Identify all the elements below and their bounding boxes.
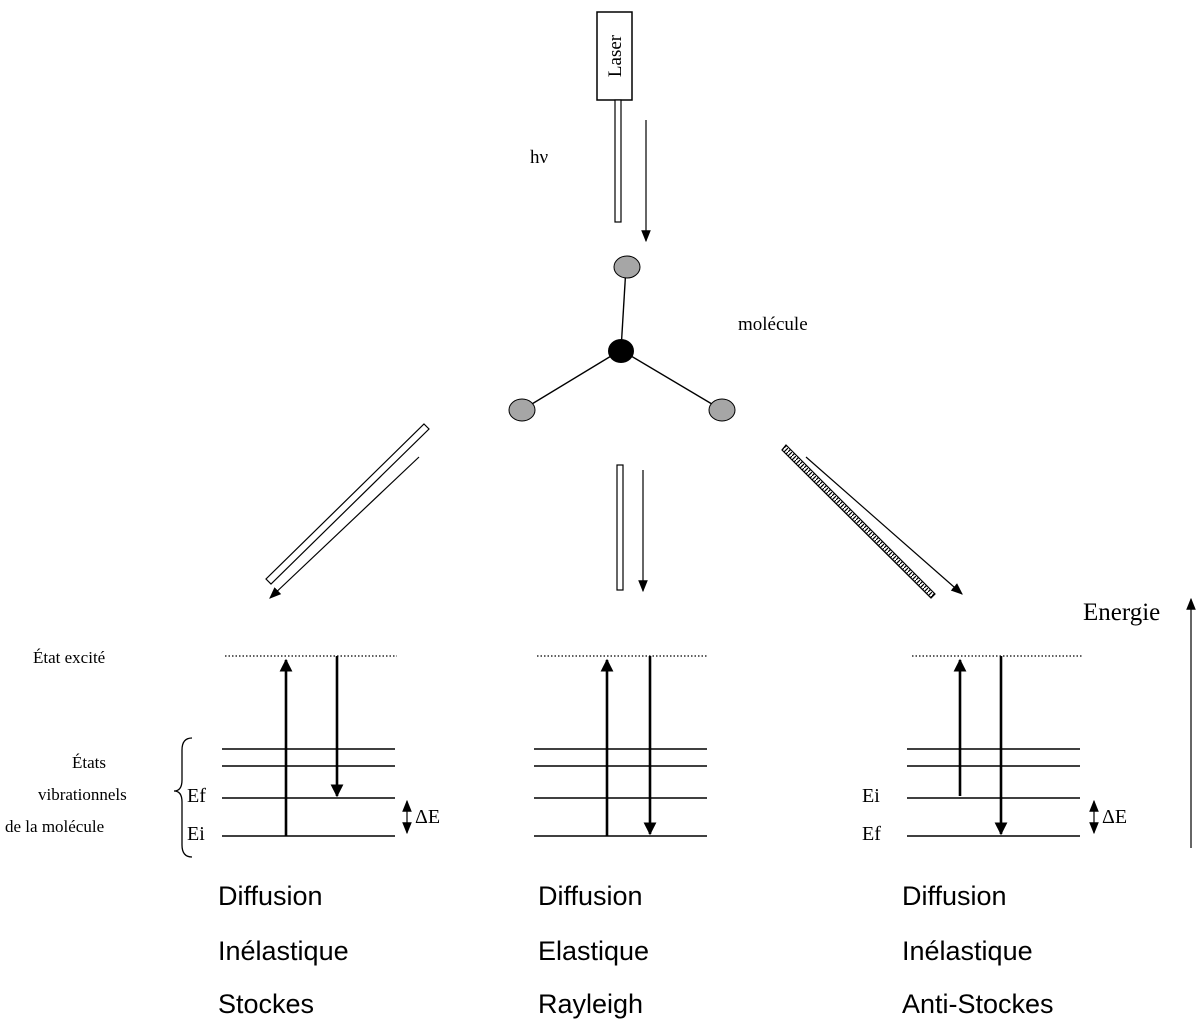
vibrational-label-line-2: vibrationnels <box>38 785 127 804</box>
outer-atom-left <box>508 398 536 422</box>
stokes-energy-levels <box>222 655 412 837</box>
anti-stokes-scattered-beam <box>781 444 936 599</box>
stokes-caption-line-3: Stockes <box>218 989 314 1019</box>
anti-stokes-energy-levels <box>907 655 1099 837</box>
central-atom <box>608 339 634 363</box>
rayleigh-caption-line-3: Rayleigh <box>538 989 643 1019</box>
anti-stokes-direction-arrow <box>805 456 963 595</box>
outer-atom-top <box>613 255 641 279</box>
stokes-ei-label: Ei <box>187 823 205 845</box>
anti-stokes-ef-label: Ef <box>862 823 881 845</box>
vibrational-label-line-1: États <box>72 753 106 772</box>
anti-stokes-delta-e-label: ΔE <box>1102 806 1127 828</box>
molecule-label: molécule <box>738 314 808 335</box>
laser-label: Laser <box>605 34 626 77</box>
stokes-caption-line-2: Inélastique <box>218 936 349 966</box>
stokes-direction-arrow <box>269 456 420 599</box>
stokes-delta-e-label: ΔE <box>415 806 440 828</box>
stokes-ef-label: Ef <box>187 785 206 807</box>
molecule <box>508 255 736 422</box>
stokes-caption-line-1: Diffusion <box>218 881 323 911</box>
rayleigh-energy-levels <box>534 655 707 837</box>
laser-source: Laser <box>596 11 633 101</box>
rayleigh-caption-line-2: Elastique <box>538 936 649 966</box>
vibrational-states-brace <box>173 737 193 858</box>
incident-beam <box>614 99 622 223</box>
vibrational-label-line-3: de la molécule <box>5 817 104 836</box>
stokes-scattered-beam <box>265 423 430 585</box>
anti-stokes-caption-line-3: Anti-Stockes <box>902 989 1054 1019</box>
anti-stokes-ei-label: Ei <box>862 785 880 807</box>
photon-energy-label: hν <box>530 147 549 168</box>
anti-stokes-caption-line-1: Diffusion <box>902 881 1007 911</box>
outer-atom-right <box>708 398 736 422</box>
anti-stokes-caption-line-2: Inélastique <box>902 936 1033 966</box>
energy-axis-label: Energie <box>1083 599 1160 626</box>
rayleigh-caption-line-1: Diffusion <box>538 881 643 911</box>
rayleigh-scattered-beam <box>616 464 624 591</box>
excited-state-label: État excité <box>33 648 105 667</box>
